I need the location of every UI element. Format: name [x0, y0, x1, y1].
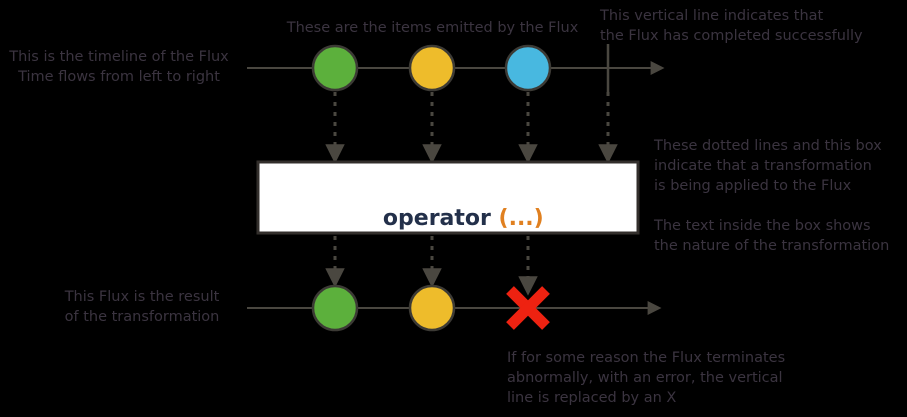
connectors-into-operator	[325, 92, 618, 164]
operator-box[interactable]	[256, 160, 640, 235]
source-timeline-group	[247, 44, 665, 92]
annotation-error-explanation: If for some reason the Flux terminates a…	[507, 350, 786, 406]
source-marble-green[interactable]	[311, 44, 359, 92]
annotation-result-timeline: This Flux is the result of the transform…	[64, 289, 220, 325]
connectors-out-of-operator	[325, 236, 538, 296]
source-marble-yellow[interactable]	[408, 44, 456, 92]
operator-args: (...)	[490, 206, 544, 231]
result-marble-yellow[interactable]	[408, 284, 456, 332]
result-marble-green[interactable]	[311, 284, 359, 332]
result-timeline-group	[247, 284, 662, 332]
operator-box-label: operator (...)	[258, 186, 638, 252]
operator-name: operator	[382, 206, 491, 231]
annotation-completion-line: This vertical line indicates that the Fl…	[600, 8, 863, 44]
source-marble-blue[interactable]	[504, 44, 552, 92]
error-x-icon[interactable]	[506, 286, 550, 330]
annotation-items-emitted: These are the items emitted by the Flux	[286, 20, 579, 36]
annotation-dotted-lines-box: These dotted lines and this box indicate…	[654, 138, 882, 194]
annotation-source-timeline: This is the timeline of the Flux Time fl…	[9, 49, 229, 85]
annotation-box-text-meaning: The text inside the box shows the nature…	[654, 218, 890, 254]
